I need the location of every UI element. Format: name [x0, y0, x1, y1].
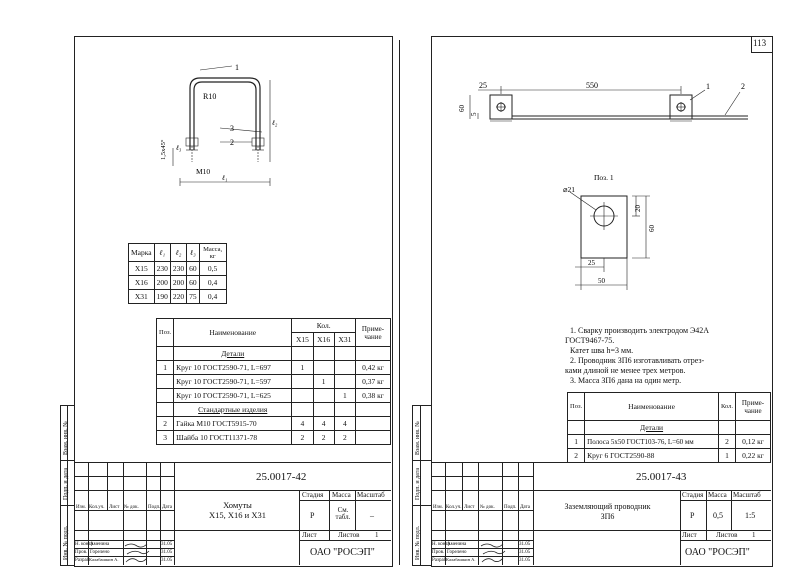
- left-sheet: [74, 36, 393, 567]
- dim-50: 50: [598, 277, 606, 285]
- dim-l2: ℓ₂: [271, 119, 278, 127]
- right-sheet: [431, 36, 773, 567]
- right-spec-table: Поз. Наименование Кол. Приме-чание Детал…: [566, 392, 771, 463]
- right-signatures: [480, 543, 506, 563]
- dim-60: 60: [458, 105, 466, 113]
- left-signatures: [124, 543, 150, 563]
- dim-l3: ℓ₃: [175, 144, 182, 152]
- right-doc-name: Заземляющий проводник ЗП6: [564, 502, 651, 521]
- callout-1: 1: [235, 63, 239, 72]
- dim-20: 20: [634, 205, 642, 213]
- dim-25: 25: [479, 81, 487, 90]
- conductor-drawing: 25 550 60 5 1 2 Поз. 1 ⌀21 20 60 25 50: [458, 81, 748, 290]
- dim-5: 5: [470, 112, 478, 116]
- left-doc-code: 25.0017-42: [256, 471, 307, 483]
- thread-label: M10: [196, 167, 210, 176]
- r-callout-2: 2: [741, 82, 745, 91]
- chamfer-label: 1,5x45°: [160, 139, 167, 160]
- bracket-drawing: 1 3 2 R10 M10 ℓ₁ ℓ₂ ℓ₃ 1,5x45°: [160, 63, 278, 186]
- right-doc-code: 25.0017-43: [636, 471, 687, 483]
- right-org: ОАО "РОСЭП": [685, 547, 750, 558]
- dim-60b: 60: [648, 225, 656, 233]
- page-number: 113: [753, 38, 767, 48]
- callout-2: 2: [230, 138, 234, 147]
- dia-label: ⌀21: [563, 185, 575, 194]
- r-callout-1: 1: [706, 82, 710, 91]
- left-margin-line-2: [67, 405, 68, 565]
- radius-label: R10: [203, 92, 216, 101]
- callout-3: 3: [230, 124, 234, 133]
- page-divider: [399, 40, 400, 565]
- dim-l1: ℓ₁: [221, 174, 227, 182]
- dim-550: 550: [586, 81, 598, 90]
- left-margin-line: [60, 405, 61, 565]
- left-org: ОАО "РОСЭП": [310, 547, 375, 558]
- dim-25b: 25: [588, 259, 596, 267]
- left-doc-name: Хомуты Х15, Х16 и Х31: [209, 500, 266, 521]
- pos1-label: Поз. 1: [594, 173, 614, 182]
